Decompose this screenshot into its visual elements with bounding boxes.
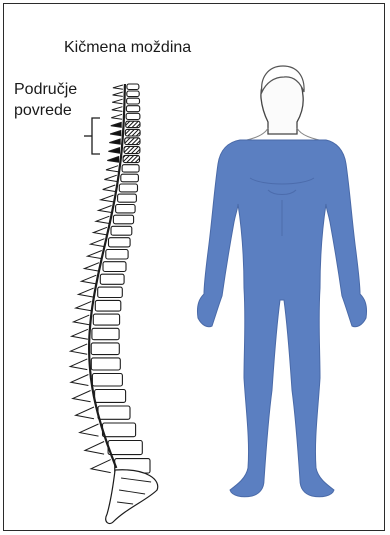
vertebra <box>121 174 139 182</box>
spinous-process <box>111 114 122 119</box>
vertebra <box>98 406 130 419</box>
spinous-process <box>96 216 109 223</box>
spinous-process <box>112 107 123 112</box>
vertebra <box>127 84 139 90</box>
spinous-process <box>107 156 119 162</box>
spinous-process <box>101 195 114 202</box>
spinous-process <box>70 359 87 370</box>
vertebra <box>118 194 137 202</box>
vertebra <box>95 300 121 311</box>
vertebra <box>126 113 140 119</box>
spinous-process <box>99 206 112 213</box>
spinous-process <box>78 288 93 297</box>
vertebra <box>127 91 139 97</box>
spinal-column <box>70 84 158 524</box>
spinous-process <box>71 344 88 354</box>
spinous-process <box>76 407 94 419</box>
spinous-process <box>106 166 118 172</box>
vertebra <box>116 205 136 213</box>
vertebra <box>92 328 119 339</box>
vertebra <box>126 106 139 112</box>
spinous-process <box>113 92 123 96</box>
vertebra <box>103 262 126 272</box>
human-body <box>197 66 366 497</box>
vertebra <box>108 441 142 455</box>
spinous-process <box>91 239 105 247</box>
vertebra <box>98 287 123 297</box>
vertebra <box>126 121 140 127</box>
vertebra <box>91 343 119 355</box>
spinous-process <box>71 375 89 386</box>
spinous-process <box>110 130 121 135</box>
vertebra <box>124 147 140 154</box>
spinous-process <box>80 424 99 436</box>
spinous-process <box>109 139 120 145</box>
vertebra <box>125 129 140 136</box>
vertebra <box>123 155 139 162</box>
vertebra <box>109 238 131 247</box>
vertebra <box>125 138 140 145</box>
spinous-process <box>73 391 91 402</box>
vertebra <box>92 374 122 387</box>
vertebra <box>122 165 139 172</box>
vertebra <box>91 358 120 370</box>
vertebra <box>100 274 124 284</box>
spinous-process <box>112 99 122 104</box>
spinous-process <box>93 227 107 235</box>
spinous-process <box>81 275 96 284</box>
spinous-process <box>103 185 116 192</box>
spinous-process <box>88 251 102 259</box>
spinous-process <box>73 315 89 325</box>
spinous-process <box>111 122 122 127</box>
spinous-process <box>104 175 116 181</box>
spinous-process <box>76 301 92 310</box>
spinous-process <box>91 460 111 473</box>
vertebra <box>127 98 140 104</box>
vertebra <box>119 184 137 192</box>
vertebra <box>106 250 128 260</box>
vertebra <box>111 226 132 235</box>
sacrum <box>106 470 158 524</box>
spinous-process <box>85 442 104 455</box>
spinous-process <box>108 148 120 154</box>
injury-bracket <box>84 118 100 154</box>
vertebra <box>103 423 136 437</box>
spinous-process <box>72 329 88 339</box>
vertebra <box>93 314 119 325</box>
spinous-process <box>84 263 99 271</box>
vertebra <box>113 215 133 224</box>
torso-and-limbs <box>197 140 366 497</box>
spinous-process <box>113 85 123 89</box>
vertebra <box>95 390 126 403</box>
